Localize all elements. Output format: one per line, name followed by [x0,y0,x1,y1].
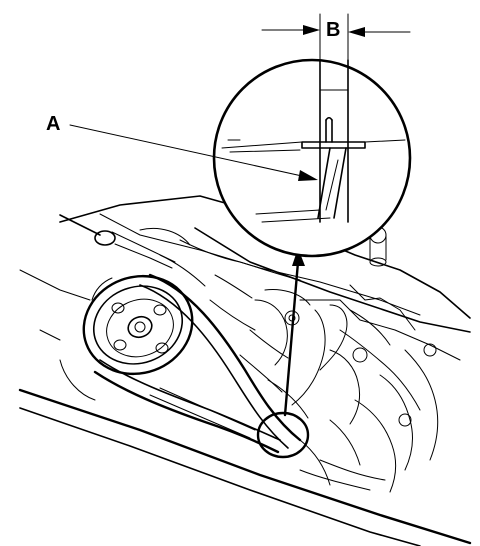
drive-belt [93,273,302,454]
label-b: B [326,19,340,41]
magnify-arrow [283,248,305,417]
tensioner-linkage [59,214,206,287]
inspection-point-circle [256,411,310,459]
callout-a: A [46,113,318,181]
magnified-detail [212,58,412,258]
callout-b: B [261,13,411,61]
lower-frame [18,269,472,546]
engine-block [59,195,471,493]
crankshaft-pulley [82,274,194,376]
label-a: A [46,113,60,135]
